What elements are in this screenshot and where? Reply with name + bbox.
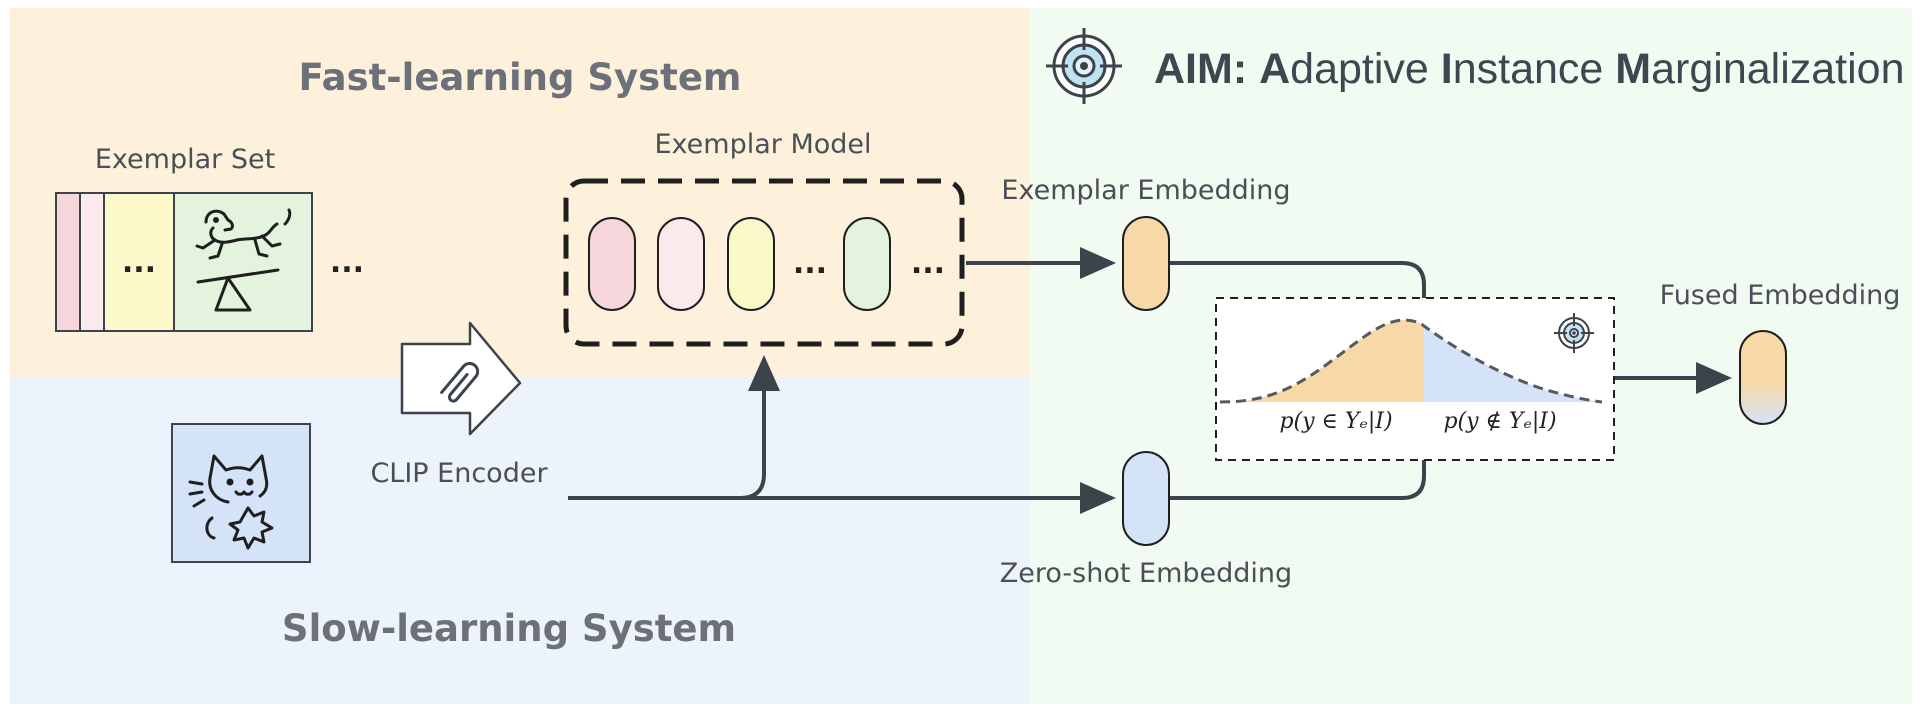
- aim-title-initial-m: M: [1615, 45, 1651, 93]
- clip-encoder-block: [400, 321, 522, 436]
- zero-shot-embedding-pill: [1122, 451, 1170, 546]
- aim-title-rest-i: nstance: [1453, 45, 1604, 93]
- exemplar-model-slot-green: [843, 217, 891, 311]
- out-of-set-probability-area: [1424, 326, 1602, 402]
- fused-embedding-label: Fused Embedding: [1660, 280, 1901, 311]
- exemplar-model-slot-yellow: [727, 217, 775, 311]
- exemplar-model-ellipsis-outer: ...: [911, 246, 945, 281]
- dog-jumping-seesaw-icon: [195, 208, 292, 312]
- zero-shot-embedding-to-marginal-line: [1170, 460, 1426, 500]
- paperclip-icon: [440, 362, 480, 403]
- fast-learning-title: Fast-learning System: [299, 56, 742, 99]
- slow-learning-region: [10, 378, 1030, 704]
- fused-embedding-pill: [1739, 330, 1787, 425]
- aim-title-rest-a: daptive: [1290, 45, 1429, 93]
- exemplar-model-slot-light-pink: [657, 217, 705, 311]
- exemplar-set-stack: ...: [55, 192, 313, 332]
- exemplar-card-pink: [55, 192, 81, 332]
- probability-curve: [1219, 318, 1603, 404]
- clip-encoder-label: CLIP Encoder: [370, 458, 548, 489]
- exemplar-card-light-pink: [79, 192, 105, 332]
- exemplar-embedding-to-marginal-line: [1170, 261, 1426, 300]
- exemplar-set-inner-ellipsis: ...: [122, 245, 156, 280]
- exemplar-model-label: Exemplar Model: [654, 129, 871, 160]
- in-set-probability-label: p(y ∈ Yₑ|I): [1279, 409, 1392, 434]
- exemplar-set-label: Exemplar Set: [95, 144, 275, 175]
- aim-title: AIM: Adaptive Instance Marginalization: [1154, 45, 1905, 93]
- zero-shot-embedding-label: Zero-shot Embedding: [1000, 558, 1292, 589]
- exemplar-set-ellipsis: ...: [330, 245, 364, 280]
- in-set-probability-area: [1220, 320, 1424, 402]
- exemplar-model-slot-pink: [588, 217, 636, 311]
- cat-with-leaf-icon: [188, 454, 274, 550]
- exemplar-embedding-label: Exemplar Embedding: [1001, 175, 1290, 206]
- aim-title-rest-m: arginalization: [1651, 45, 1904, 93]
- slow-learning-title: Slow-learning System: [282, 607, 736, 650]
- aim-title-prefix: AIM:: [1154, 45, 1247, 93]
- aim-title-initial-a: A: [1259, 45, 1290, 93]
- aim-title-initial-i: I: [1441, 45, 1453, 93]
- exemplar-card-yellow: [103, 192, 175, 332]
- crosshair-target-icon: [1554, 313, 1594, 353]
- exemplar-embedding-pill: [1122, 216, 1170, 311]
- out-of-set-probability-label: p(y ∉ Yₑ|I): [1443, 409, 1556, 434]
- clip-to-exemplar-model-arrow: [600, 355, 780, 500]
- exemplar-model-box: [563, 178, 965, 347]
- crosshair-target-icon: [1046, 28, 1122, 104]
- exemplar-model-ellipsis-inner: ...: [793, 246, 827, 281]
